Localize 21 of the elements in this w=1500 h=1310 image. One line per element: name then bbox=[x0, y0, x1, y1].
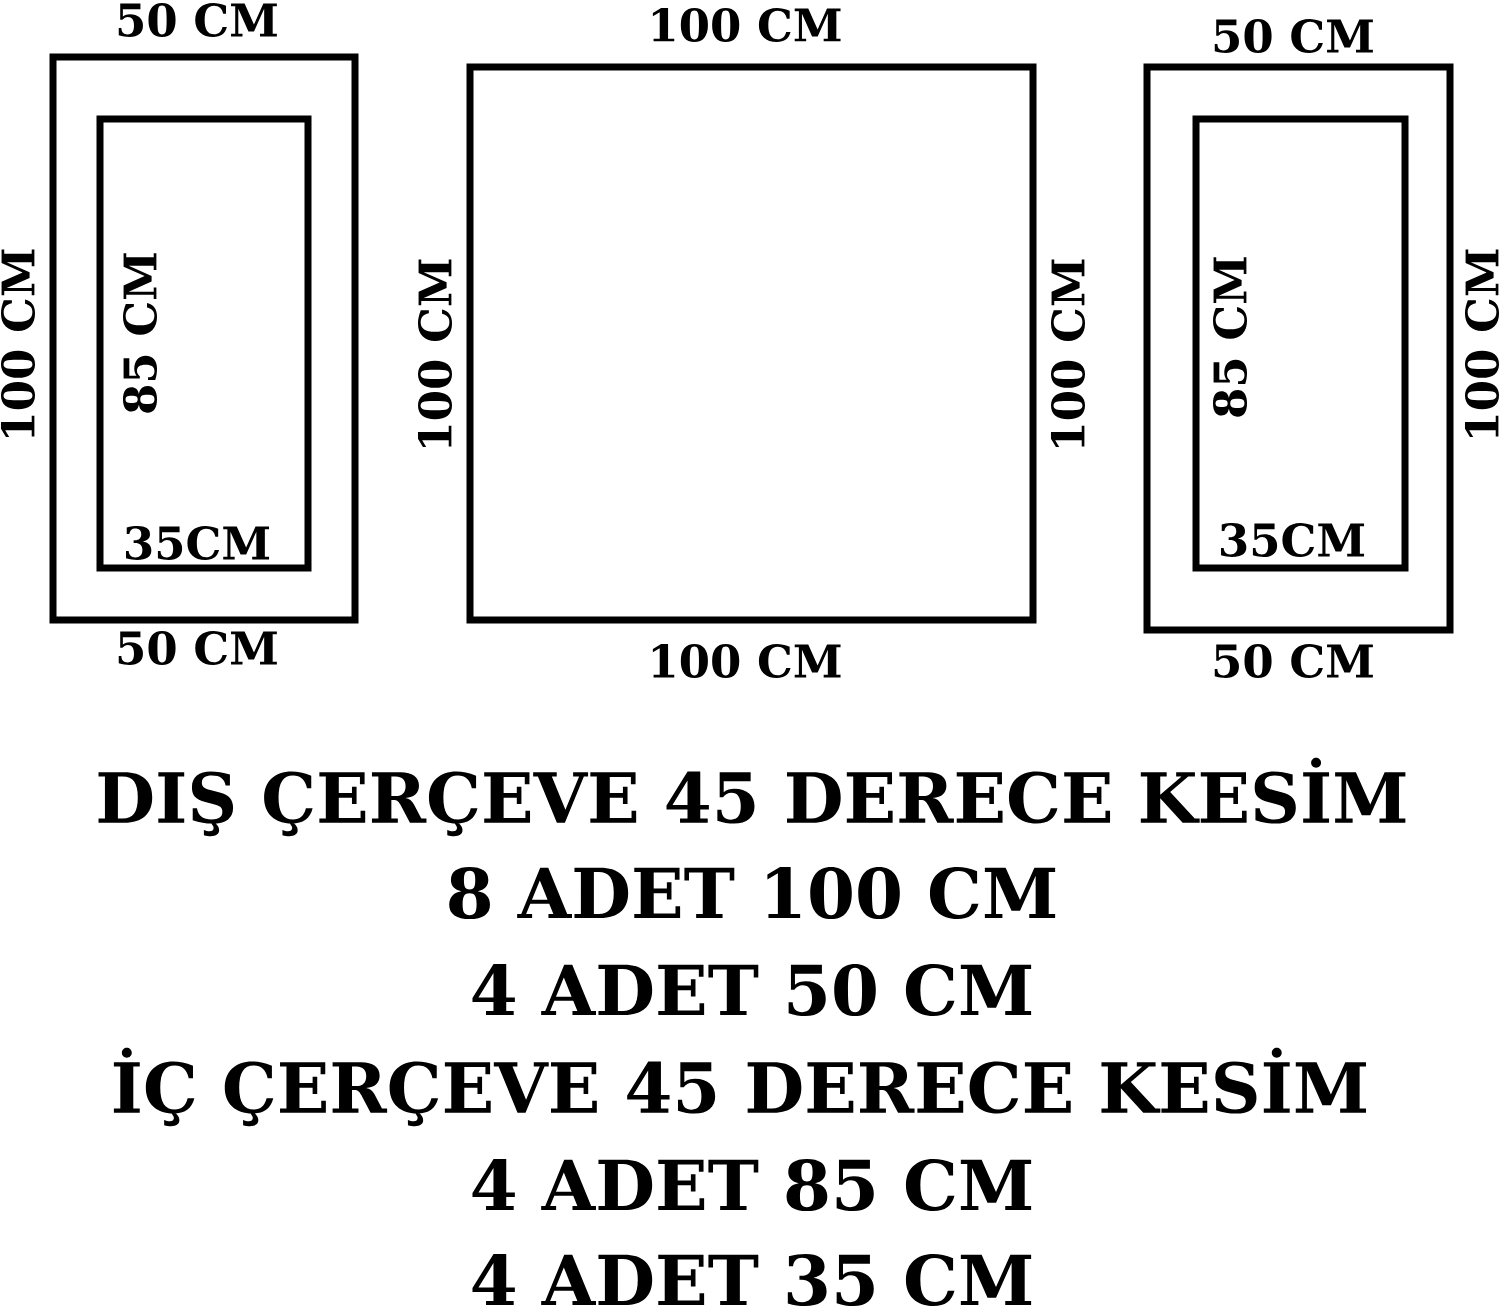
instruction-text: DIŞ ÇERÇEVE 45 DERECE KESİM bbox=[98, 757, 1406, 837]
instruction-text: İÇ ÇERÇEVE 45 DERECE KESİM bbox=[113, 1047, 1367, 1127]
dimension-label: 85 CM bbox=[1213, 257, 1247, 417]
outer-frame bbox=[49, 53, 359, 624]
dimension-label: 35CM bbox=[1221, 522, 1365, 557]
dimension-label: 100 CM bbox=[1051, 259, 1085, 448]
dimension-label: 35CM bbox=[126, 525, 270, 560]
dimension-label: 50 CM bbox=[118, 630, 277, 665]
dimension-label: 50 CM bbox=[1214, 643, 1373, 678]
outer-frame bbox=[1143, 63, 1454, 634]
inner-frame bbox=[96, 115, 312, 572]
dimension-label: 85 CM bbox=[123, 253, 157, 413]
dimension-label: 100 CM bbox=[1, 249, 35, 438]
instruction-text: 8 ADET 100 CM bbox=[449, 866, 1056, 920]
instruction-text: 4 ADET 50 CM bbox=[472, 963, 1032, 1017]
dimension-label: 100 CM bbox=[1465, 249, 1499, 438]
dimension-label: 100 CM bbox=[418, 259, 452, 448]
inner-frame bbox=[1192, 115, 1409, 572]
instruction-text: 4 ADET 85 CM bbox=[472, 1158, 1032, 1212]
outer-frame bbox=[466, 63, 1037, 624]
instruction-text: 4 ADET 35 CM bbox=[472, 1253, 1032, 1307]
